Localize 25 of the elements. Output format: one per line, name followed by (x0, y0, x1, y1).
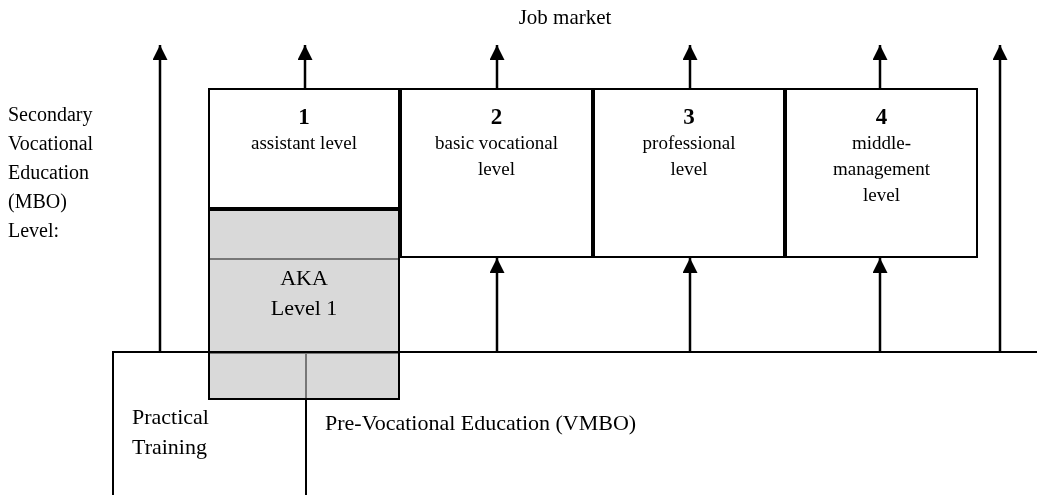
side-label: Secondary Vocational Education (MBO) Level: (8, 102, 95, 243)
level-number: 2 (490, 104, 503, 130)
level-box (593, 88, 785, 258)
level-number: 4 (875, 104, 888, 130)
arrow (682, 45, 698, 88)
arrow (682, 258, 698, 352)
level-name: professional level (641, 131, 737, 181)
region-label: Practical Training (132, 403, 210, 461)
level-box (400, 88, 593, 258)
level-name: basic vocational level (434, 131, 559, 181)
level-name: assistant level (249, 131, 359, 155)
level-number: 3 (683, 104, 695, 130)
arrow (489, 45, 505, 88)
level-number: 1 (298, 104, 310, 130)
arrow (297, 45, 313, 88)
level-box (785, 88, 978, 258)
arrow (872, 258, 888, 352)
shaded-box (208, 209, 400, 400)
arrow (489, 258, 505, 352)
level-name: middle-management level (831, 131, 932, 207)
level-box (208, 88, 400, 209)
arrow (872, 45, 888, 88)
box-label: AKA Level 1 (269, 264, 339, 322)
heading-text: Job market (517, 4, 613, 30)
region-label: Pre-Vocational Education (VMBO) (325, 409, 638, 437)
